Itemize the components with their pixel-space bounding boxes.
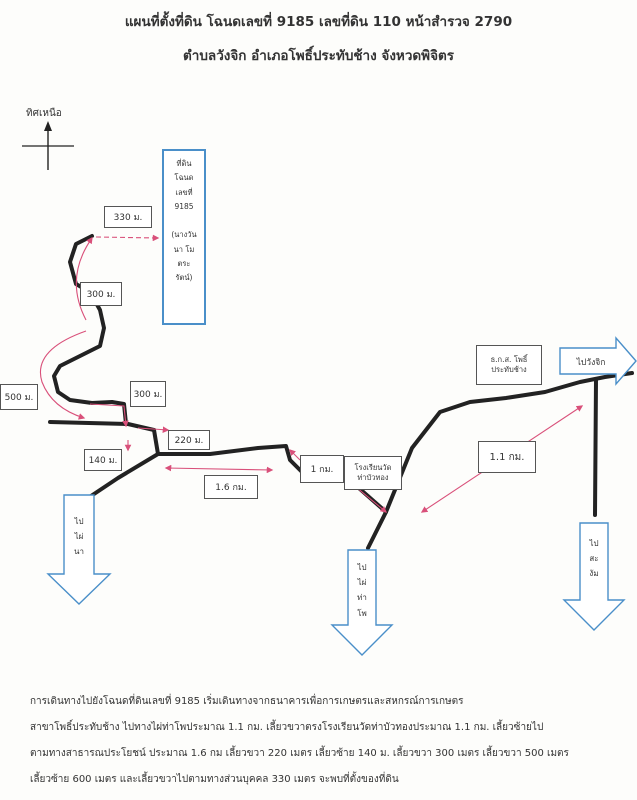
distance-label-300m-north: 300 ม. (80, 282, 122, 306)
distance-label-140m: 140 ม. (84, 449, 122, 471)
destination-arrow-tha-pho-icon (330, 549, 394, 656)
distance-label-1km: 1 กม. (300, 455, 344, 483)
destination-arrow-pai-na-icon (46, 494, 112, 605)
target-plot-box: ที่ดิน โฉนด เลขที่ 9185 (นางวัน นา โม ตร… (162, 149, 206, 325)
road-private (52, 234, 114, 405)
road-west (48, 420, 156, 432)
destination-label-sam-ngam: ไป สะ งัม (589, 539, 599, 579)
destination-label-tha-pho: ไป ไผ่ ท่า โพ (357, 563, 367, 618)
destination-arrow-sam-ngam-icon (562, 522, 626, 631)
description-line-3: ตามทางสาธารณประโยชน์ ประมาณ 1.6 กม เลี้ย… (30, 748, 569, 759)
map-title: แผนที่ตั้งที่ดิน โฉนดเลขที่ 9185 เลขที่ด… (124, 14, 513, 30)
distance-label-220m: 220 ม. (168, 430, 210, 450)
distance-label-300m: 300 ม. (130, 381, 166, 407)
map-subtitle: ตำบลวังจิก อำเภอโพธิ์ประทับช้าง จังหวดพิ… (183, 48, 454, 64)
destination-label-wang-chik: ไปวังจิก (576, 358, 606, 368)
description-line-4: เลี้ยวซ้าย 600 เมตร และเลี้ยวขวาไปตามทาง… (30, 774, 399, 785)
distance-label-1-6km: 1.6 กม. (204, 475, 258, 499)
road-to-pai-na (86, 428, 160, 500)
road-to-sam-ngam (593, 378, 598, 517)
destination-arrow-wang-chik-icon (559, 336, 637, 386)
distance-arrows (40, 234, 584, 513)
road-network (48, 234, 634, 550)
road-main (350, 480, 388, 550)
distance-label-500m: 500 ม. (0, 384, 38, 410)
baac-landmark: ธ.ก.ส. โพธิ์ ประทับช้าง (476, 345, 542, 385)
description-line-1: การเดินทางไปยังโฉนดที่ดินเลขที่ 9185 เริ… (30, 696, 464, 707)
north-arrow-icon (22, 121, 74, 170)
distance-label-330m: 330 ม. (104, 206, 152, 228)
distance-label-1-1km: 1.1 กม. (478, 441, 536, 473)
north-label: ทิศเหนือ (26, 108, 62, 119)
destination-label-pai-na: ไป ไผ่ นา (74, 517, 84, 557)
description-line-2: สาขาโพธิ์ประทับช้าง ไปทางไผ่ท่าโพประมาณ … (30, 722, 544, 733)
school-landmark: โรงเรียนวัด ท่าบัวทอง (344, 456, 402, 490)
